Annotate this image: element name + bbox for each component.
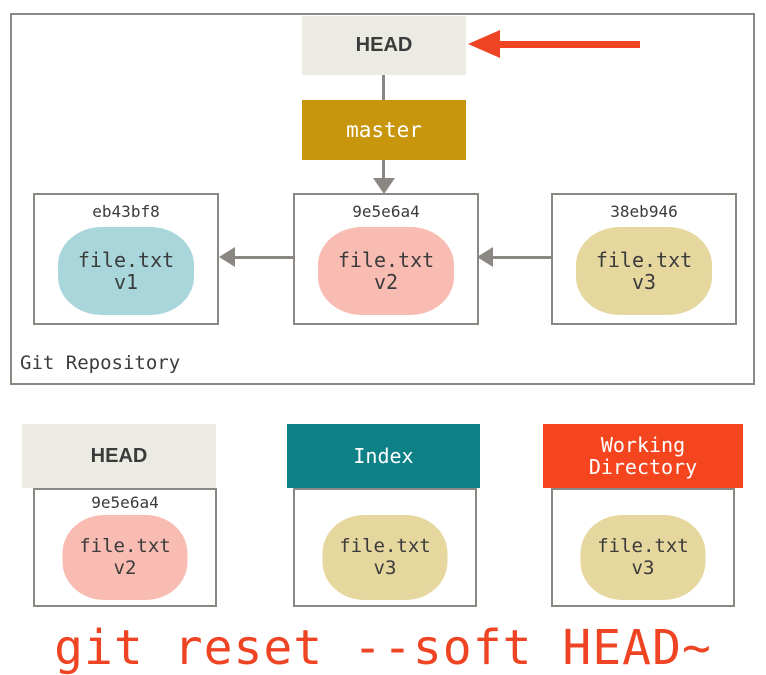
arrowhead-down-icon (373, 178, 395, 194)
commit-box-38eb946: 38eb946 file.txt v3 (551, 193, 737, 325)
area-header-label: Index (353, 443, 414, 468)
arrowhead-left-icon (477, 247, 493, 267)
connector-commit3-to-commit2-shaft (491, 256, 551, 259)
area-file-blob: file.txt v3 (322, 515, 448, 600)
head-pointer-label: HEAD (355, 34, 413, 56)
area-file-name: file.txt (597, 535, 689, 558)
annotation-arrow-left-icon (468, 30, 500, 58)
area-file-name: file.txt (79, 535, 171, 558)
annotation-arrow-shaft (498, 41, 640, 48)
master-branch-box: master (302, 100, 466, 160)
connector-head-to-master (382, 75, 385, 100)
area-file-blob: file.txt v2 (62, 515, 188, 600)
commit-file-name: file.txt (77, 247, 175, 272)
area-file-name: file.txt (339, 535, 431, 558)
commit-hash: 9e5e6a4 (352, 202, 420, 221)
commit-file-version: v3 (631, 270, 657, 294)
area-file-version: v3 (373, 556, 397, 579)
commit-file-version: v1 (113, 270, 139, 294)
area-content-working-directory: file.txt v3 (551, 488, 735, 607)
commit-file-version: v2 (373, 270, 399, 294)
connector-commit2-to-commit1-shaft (233, 256, 293, 259)
head-pointer-box: HEAD (302, 16, 466, 75)
area-header-head: HEAD (22, 424, 216, 488)
area-header-label: Working Directory (588, 432, 698, 479)
commit-hash: 38eb946 (610, 202, 678, 221)
arrowhead-left-icon (219, 247, 235, 267)
area-file-version: v3 (631, 556, 655, 579)
area-header-index: Index (287, 424, 480, 488)
commit-box-9e5e6a4: 9e5e6a4 file.txt v2 (293, 193, 479, 325)
area-content-index: file.txt v3 (293, 488, 477, 607)
area-header-label: HEAD (90, 444, 148, 467)
commit-file-name: file.txt (595, 247, 693, 272)
connector-master-to-commit-line (382, 160, 385, 181)
area-content-head: 9e5e6a4 file.txt v2 (33, 488, 217, 607)
commit-file-blob: file.txt v1 (58, 227, 194, 315)
master-branch-label: master (346, 118, 422, 142)
area-header-working-directory: Working Directory (543, 424, 743, 488)
commit-file-blob: file.txt v2 (318, 227, 454, 315)
git-repository-label: Git Repository (20, 352, 181, 374)
area-commit-hash: 9e5e6a4 (91, 493, 159, 512)
commit-file-name: file.txt (337, 247, 435, 272)
area-file-blob: file.txt v3 (580, 515, 706, 600)
command-caption: git reset --soft HEAD~ (54, 620, 712, 675)
area-file-version: v2 (113, 556, 137, 579)
commit-file-blob: file.txt v3 (576, 227, 712, 315)
commit-hash: eb43bf8 (92, 202, 160, 221)
commit-box-eb43bf8: eb43bf8 file.txt v1 (33, 193, 219, 325)
